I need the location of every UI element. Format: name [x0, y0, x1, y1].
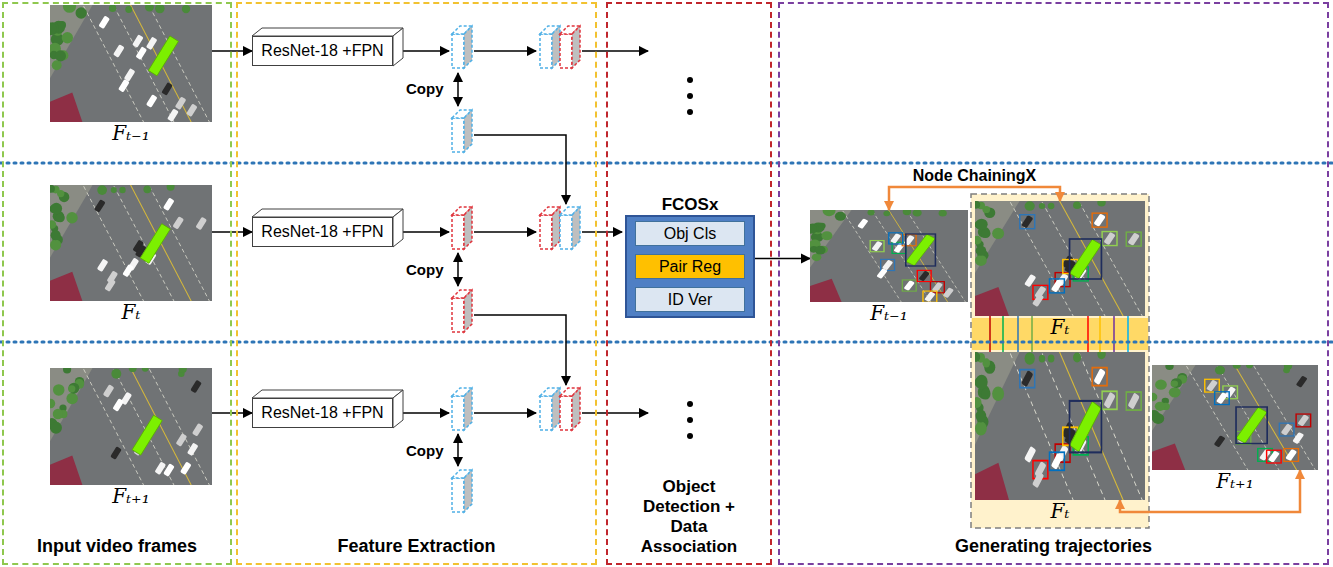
aerial-photo [975, 201, 1145, 316]
video-frame: Fₜ [975, 201, 1145, 316]
connector-arrow [755, 258, 810, 260]
frame-label: Fₜ₋₁ [112, 123, 149, 143]
stage-region: Fₜ₋₁FₜFₜFₜ₊₁Generating trajectories [778, 2, 1329, 565]
feature-maps [452, 26, 580, 512]
connector-arrow [1120, 470, 1300, 512]
frame-label: Fₜ [1051, 317, 1070, 337]
head-branch: ID Ver [635, 287, 745, 312]
flow-arrows [403, 51, 648, 466]
stage-region: Obj ClsPair Reg ID Ver FCOSxObject Detecti… [606, 2, 772, 565]
frame-label: Fₜ₊₁ [1216, 471, 1253, 491]
detector-head: Obj ClsPair RegID VerFCOSx [625, 215, 755, 318]
connector-arrow [889, 187, 1060, 210]
backbone-block: ResNet-18 +FPN [252, 36, 393, 66]
video-frame: Fₜ₊₁ [1152, 365, 1318, 470]
aerial-photo [810, 210, 968, 302]
connector-arrow [212, 412, 252, 414]
head-title: FCOSx [617, 195, 763, 214]
block-label: ID Ver [668, 291, 712, 309]
aerial-photo [50, 5, 212, 122]
highlight-band [972, 318, 1148, 350]
operation-label: Copy [406, 442, 444, 460]
row-separator [0, 341, 1333, 344]
backbone-block: ResNet-18 +FPN [252, 217, 393, 247]
highlight-area [971, 194, 1149, 528]
frame-label: Fₜ [122, 302, 141, 322]
backbone-block: ResNet-18 +FPN [252, 398, 393, 428]
stage-title: Object Detection + Data Association [628, 477, 750, 557]
block-label: ResNet-18 +FPN [261, 404, 383, 422]
stage-title: Feature Extraction [246, 535, 587, 557]
aerial-photo [50, 368, 212, 485]
edge-label: Node ChainingX [913, 167, 1037, 185]
connector-arrow [212, 50, 252, 52]
block-label: Pair Reg [659, 258, 721, 276]
frame-label: Fₜ [1051, 501, 1070, 521]
operation-label: Copy [406, 261, 444, 279]
row-separator [0, 162, 1333, 165]
operation-label: Copy [406, 80, 444, 98]
video-frame: Fₜ [50, 185, 212, 301]
aerial-photo [50, 185, 212, 301]
video-frame: Fₜ [975, 352, 1145, 500]
aerial-photo [1152, 365, 1318, 470]
head-branch: Pair Reg [635, 254, 745, 279]
frame-label: Fₜ₋₁ [870, 303, 907, 323]
frame-label: Fₜ₊₁ [112, 486, 149, 506]
stage-title: Generating trajectories [788, 535, 1319, 557]
connector-arrow [212, 231, 252, 233]
block-label: Obj Cls [664, 225, 716, 243]
match-lines [990, 316, 1128, 352]
stage-title: Input video frames [12, 535, 222, 557]
block-label: ResNet-18 +FPN [261, 42, 383, 60]
video-frame: Fₜ₋₁ [50, 5, 212, 122]
video-frame: Fₜ₊₁ [50, 368, 212, 485]
video-frame: Fₜ₋₁ [810, 210, 968, 302]
stage-region: Fₜ₋₁ FₜFₜ₊₁ Input video frames [2, 2, 232, 565]
aerial-photo [975, 352, 1145, 500]
block-label: ResNet-18 +FPN [261, 223, 383, 241]
head-branch: Obj Cls [635, 221, 745, 246]
